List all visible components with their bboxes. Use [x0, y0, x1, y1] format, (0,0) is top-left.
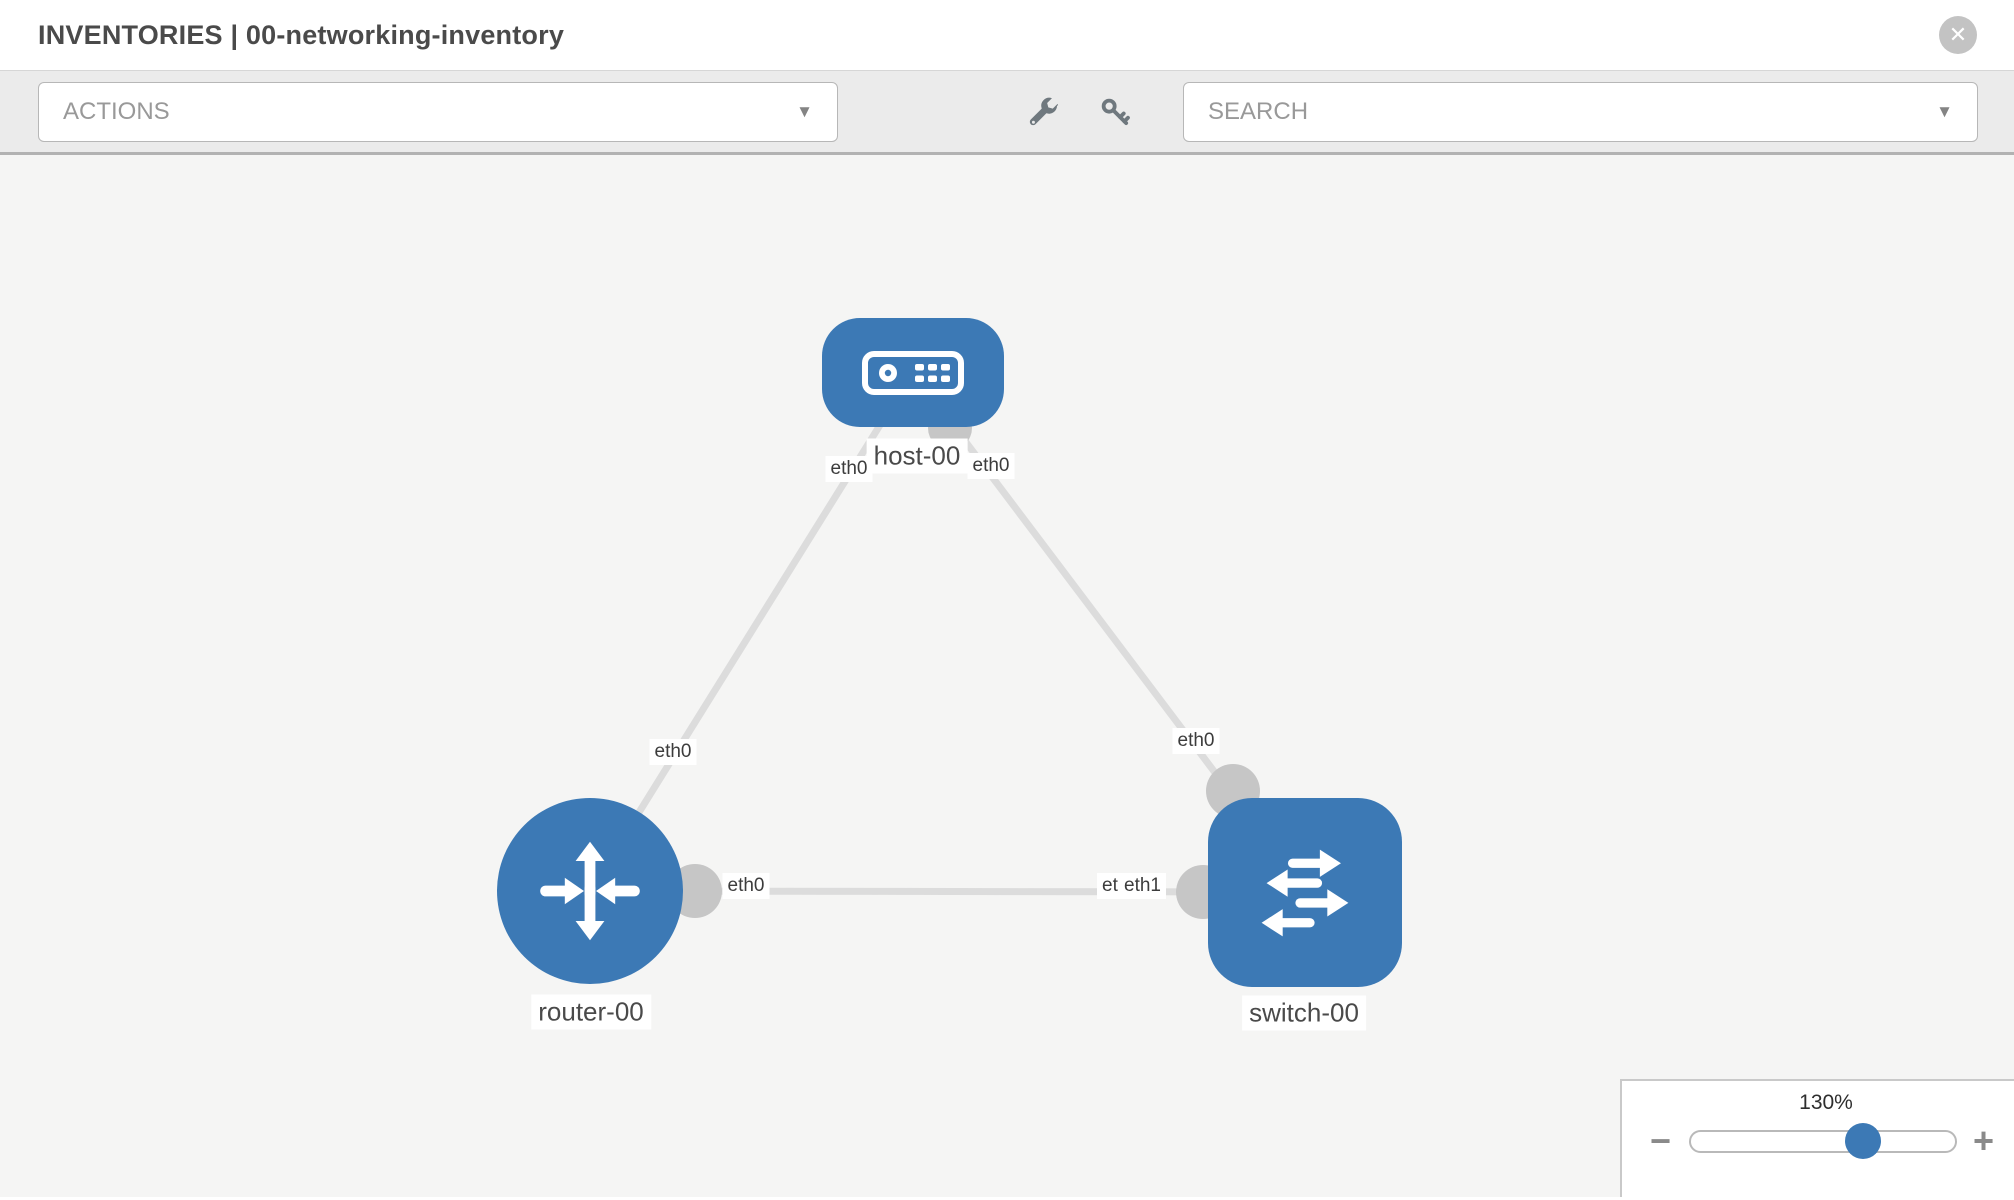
node-label-switch-00: switch-00	[1242, 995, 1366, 1031]
host-icon	[862, 350, 964, 395]
node-host-00[interactable]	[822, 318, 1004, 427]
zoom-control-panel: 130% − +	[1620, 1079, 2014, 1197]
header: INVENTORIES | 00-networking-inventory ✕	[0, 0, 2014, 70]
topology-links-layer	[587, 369, 1308, 919]
credentials-button[interactable]	[1097, 94, 1133, 130]
actions-dropdown[interactable]: ACTIONS ▼	[38, 81, 838, 142]
node-label-router-00: router-00	[531, 994, 651, 1030]
wrench-icon	[1029, 97, 1059, 125]
switch-icon	[1261, 849, 1349, 936]
minus-icon: −	[1650, 1120, 1672, 1161]
zoom-out-button[interactable]: −	[1650, 1123, 1671, 1159]
toolbar: ACTIONS ▼ SEAR	[0, 70, 2014, 155]
key-icon	[1101, 98, 1130, 125]
page-title: INVENTORIES | 00-networking-inventory	[38, 19, 565, 50]
interface-label-switch-upper: eth0	[1172, 728, 1220, 754]
topology-canvas[interactable]: host-00 router-00 switch-00 eth0 eth0 et…	[0, 155, 2014, 1197]
zoom-slider-thumb[interactable]	[1844, 1123, 1881, 1159]
node-label-host-00: host-00	[866, 438, 968, 474]
interface-label-router-right: eth0	[722, 873, 770, 899]
tools-button[interactable]	[1025, 94, 1061, 130]
chevron-down-icon: ▼	[1936, 101, 1953, 121]
actions-dropdown-value: ACTIONS	[63, 97, 170, 125]
node-switch-00[interactable]	[1208, 798, 1402, 987]
close-icon: ✕	[1948, 22, 1968, 47]
plus-icon: +	[1973, 1120, 1995, 1161]
search-dropdown[interactable]: SEARCH ▼	[1183, 81, 1978, 142]
interface-label-host-right: eth0	[967, 453, 1015, 479]
interface-label-router-upper: eth0	[649, 739, 697, 765]
close-button[interactable]: ✕	[1939, 16, 1977, 54]
zoom-level-label: 130%	[1799, 1091, 1853, 1114]
zoom-slider-track[interactable]	[1689, 1123, 1958, 1159]
interface-label-switch-left-top: eth1	[1119, 873, 1166, 899]
zoom-in-button[interactable]: +	[1973, 1123, 1994, 1159]
chevron-down-icon: ▼	[796, 101, 813, 121]
interface-label-host-left: eth0	[825, 456, 873, 482]
search-dropdown-value: SEARCH	[1208, 97, 1309, 125]
router-icon	[540, 841, 640, 941]
node-router-00[interactable]	[497, 798, 683, 984]
